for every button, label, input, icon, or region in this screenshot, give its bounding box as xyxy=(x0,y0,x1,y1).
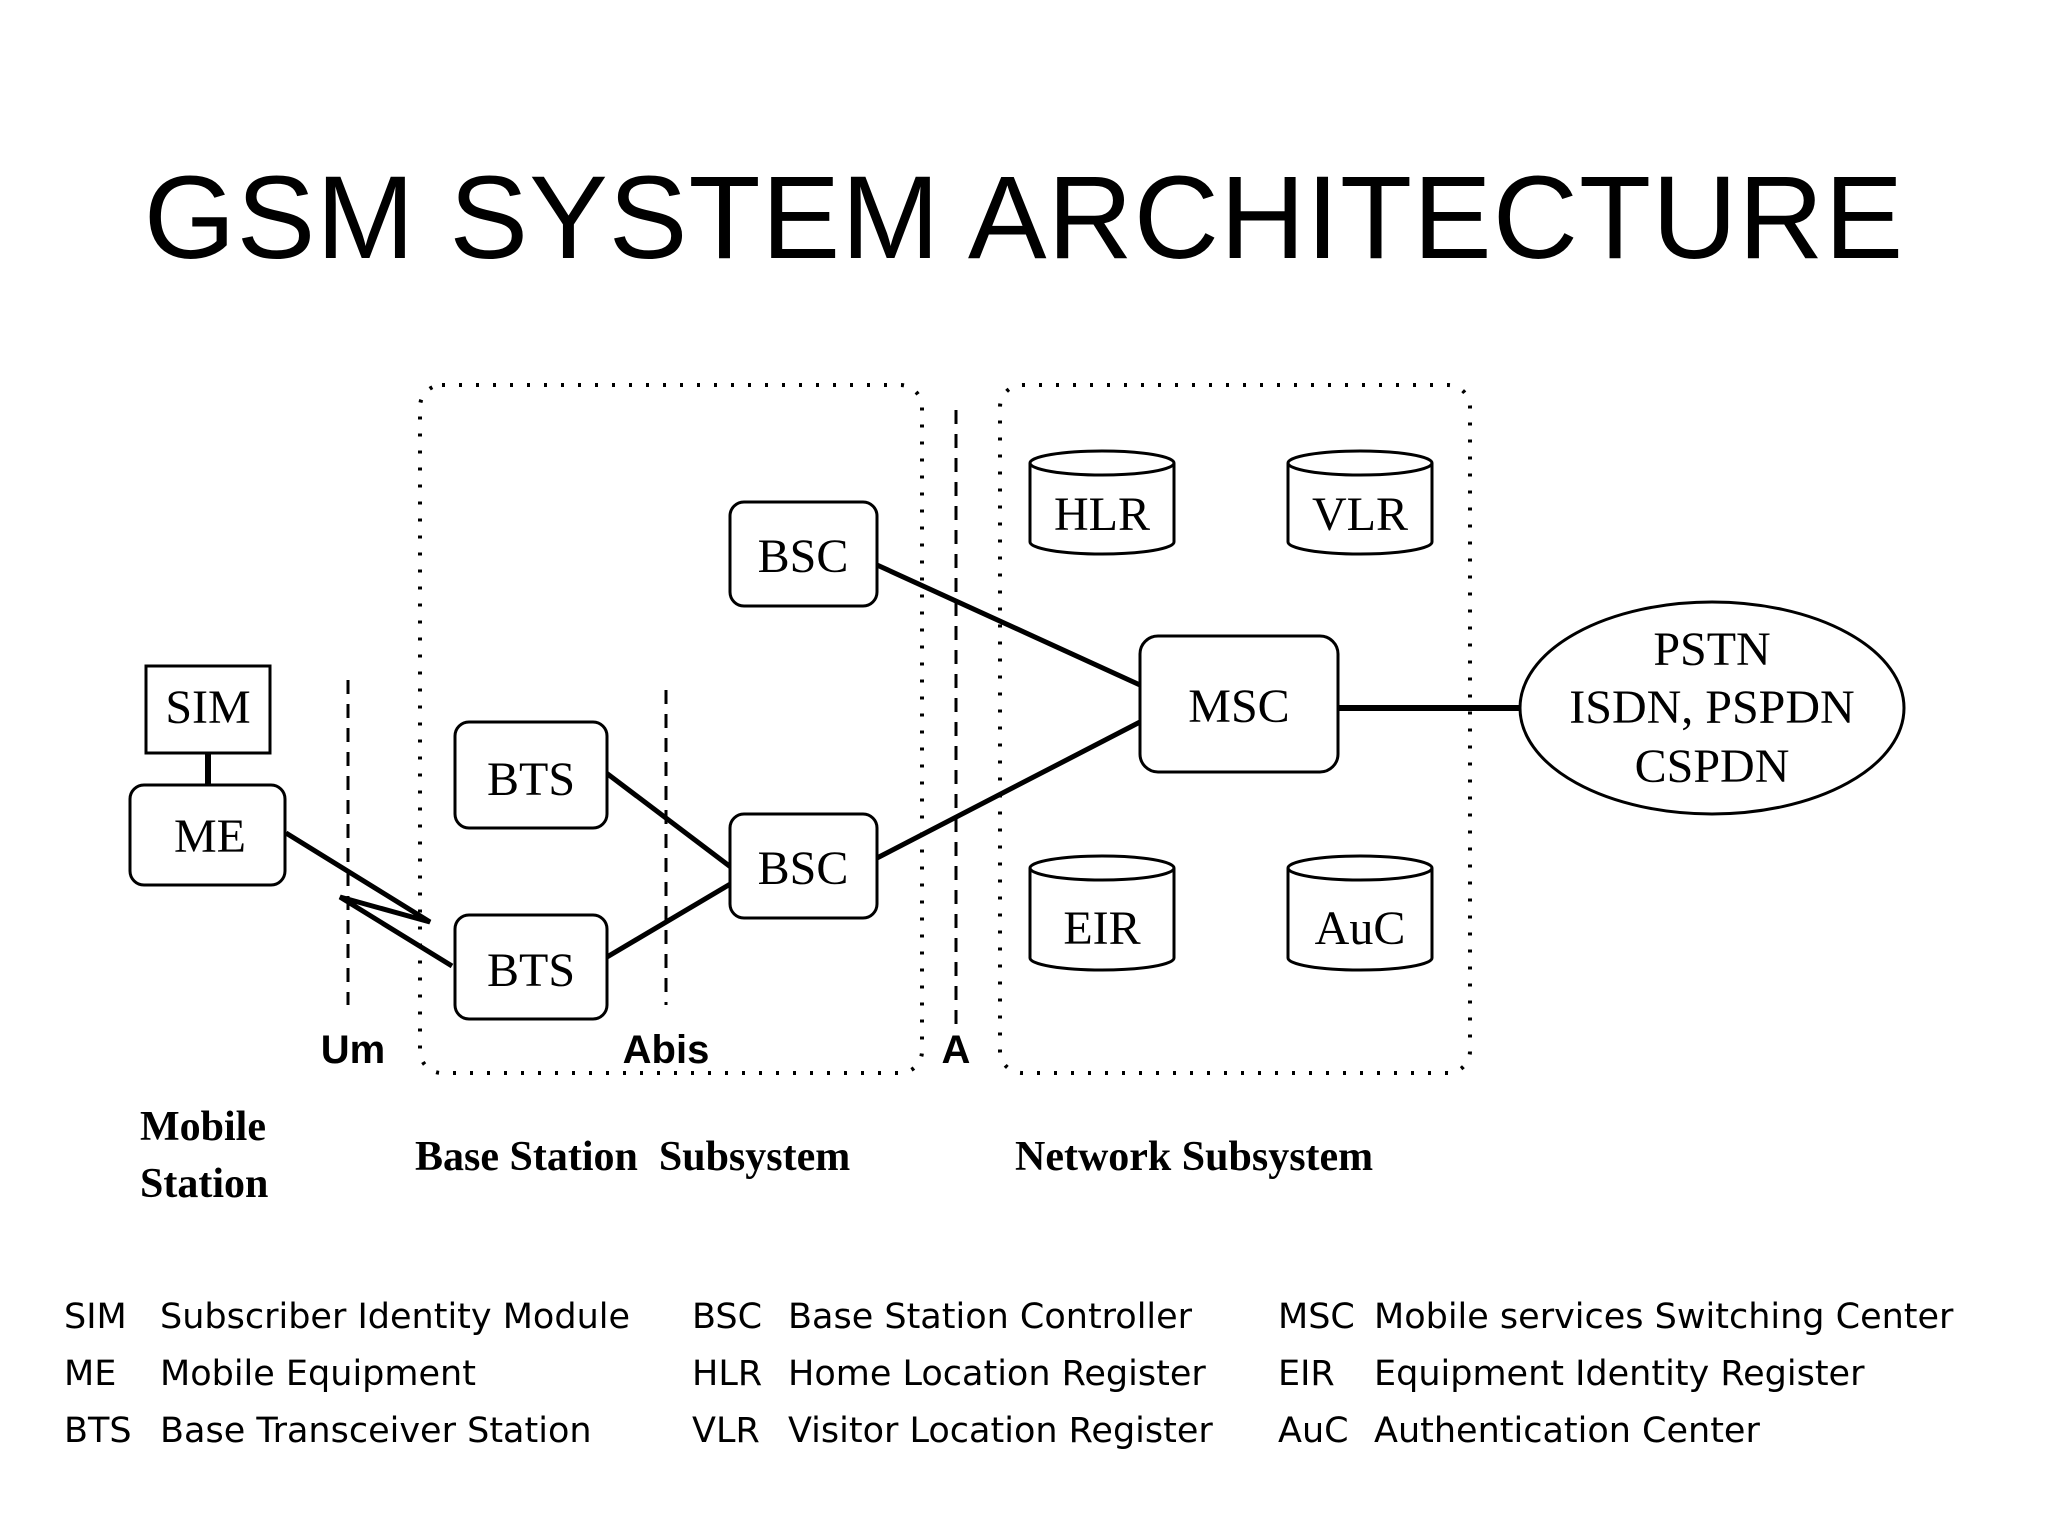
legend-text: Visitor Location Register xyxy=(788,1411,1213,1451)
legend-text: Equipment Identity Register xyxy=(1374,1354,1865,1394)
legend-abbr: BSC xyxy=(692,1297,763,1337)
external-line-2: ISDN, PSPDN xyxy=(1569,681,1854,734)
legend-item: ME Mobile Equipment xyxy=(64,1354,476,1394)
external-networks-ellipse: PSTN ISDN, PSPDN CSPDN xyxy=(1518,600,1906,816)
bts-top-box: BTS xyxy=(453,720,609,830)
bsc-top-label: BSC xyxy=(758,530,849,583)
bsc-top-box: BSC xyxy=(728,500,879,608)
um-label: Um xyxy=(321,1028,385,1072)
legend-text: Home Location Register xyxy=(788,1354,1206,1394)
msc-box: MSC xyxy=(1138,634,1340,774)
legend-item: BTS Base Transceiver Station xyxy=(64,1411,592,1451)
legend-abbr: AuC xyxy=(1278,1411,1349,1451)
legend-item: AuC Authentication Center xyxy=(1278,1411,1760,1451)
bss-label: Base Station Subsystem xyxy=(415,1134,850,1180)
sim-box: SIM xyxy=(144,664,272,755)
mobile-station-label-2: Station xyxy=(140,1161,268,1207)
legend-item: HLR Home Location Register xyxy=(692,1354,1206,1394)
bsc-bottom-label: BSC xyxy=(758,842,849,895)
legend-text: Subscriber Identity Module xyxy=(160,1297,631,1337)
eir-label: EIR xyxy=(1063,902,1140,955)
radio-link-um xyxy=(284,830,454,969)
bsc-top-msc-link xyxy=(875,562,1142,688)
vlr-database: VLR xyxy=(1286,449,1434,556)
legend-text: Mobile Equipment xyxy=(160,1354,476,1394)
external-line-3: CSPDN xyxy=(1635,740,1790,793)
slide-title: GSM SYSTEM ARCHITECTURE xyxy=(143,152,1905,284)
sim-label: SIM xyxy=(165,681,250,734)
bts-top-bsc-link xyxy=(603,770,734,870)
external-line-1: PSTN xyxy=(1653,623,1770,676)
vlr-label: VLR xyxy=(1312,488,1408,541)
legend-abbr: MSC xyxy=(1278,1297,1355,1337)
auc-database: AuC xyxy=(1286,854,1434,972)
me-box: ME xyxy=(128,783,287,887)
legend-item: VLR Visitor Location Register xyxy=(692,1411,1213,1451)
legend-abbr: SIM xyxy=(64,1297,127,1337)
legend-text: Mobile services Switching Center xyxy=(1374,1297,1954,1337)
me-label: ME xyxy=(174,810,246,863)
legend-abbr: EIR xyxy=(1278,1354,1335,1394)
bts-bottom-bsc-link xyxy=(605,880,734,960)
nss-label: Network Subsystem xyxy=(1015,1134,1373,1180)
mobile-station-label-1: Mobile xyxy=(140,1104,266,1150)
legend-item: EIR Equipment Identity Register xyxy=(1278,1354,1864,1394)
bsc-bottom-msc-link xyxy=(875,719,1142,861)
msc-label: MSC xyxy=(1188,680,1289,733)
legend-text: Base Transceiver Station xyxy=(160,1411,592,1451)
hlr-database: HLR xyxy=(1028,449,1176,556)
eir-database: EIR xyxy=(1028,854,1176,972)
hlr-label: HLR xyxy=(1054,488,1150,541)
legend-abbr: VLR xyxy=(692,1411,760,1451)
legend-text: Base Station Controller xyxy=(788,1297,1193,1337)
legend-item: MSC Mobile services Switching Center xyxy=(1278,1297,1953,1337)
bts-bottom-box: BTS xyxy=(453,913,609,1021)
a-label: A xyxy=(942,1028,971,1072)
legend-item: SIM Subscriber Identity Module xyxy=(64,1297,630,1337)
legend-text: Authentication Center xyxy=(1374,1411,1760,1451)
bts-top-label: BTS xyxy=(487,753,575,806)
nss-boundary xyxy=(998,383,1472,1075)
legend-abbr: BTS xyxy=(64,1411,132,1451)
bts-bottom-label: BTS xyxy=(487,944,575,997)
bsc-bottom-box: BSC xyxy=(728,812,879,920)
legend-abbr: ME xyxy=(64,1354,117,1394)
abis-label: Abis xyxy=(623,1028,710,1072)
auc-label: AuC xyxy=(1315,902,1406,955)
legend-item: BSC Base Station Controller xyxy=(692,1297,1192,1337)
legend-abbr: HLR xyxy=(692,1354,763,1394)
